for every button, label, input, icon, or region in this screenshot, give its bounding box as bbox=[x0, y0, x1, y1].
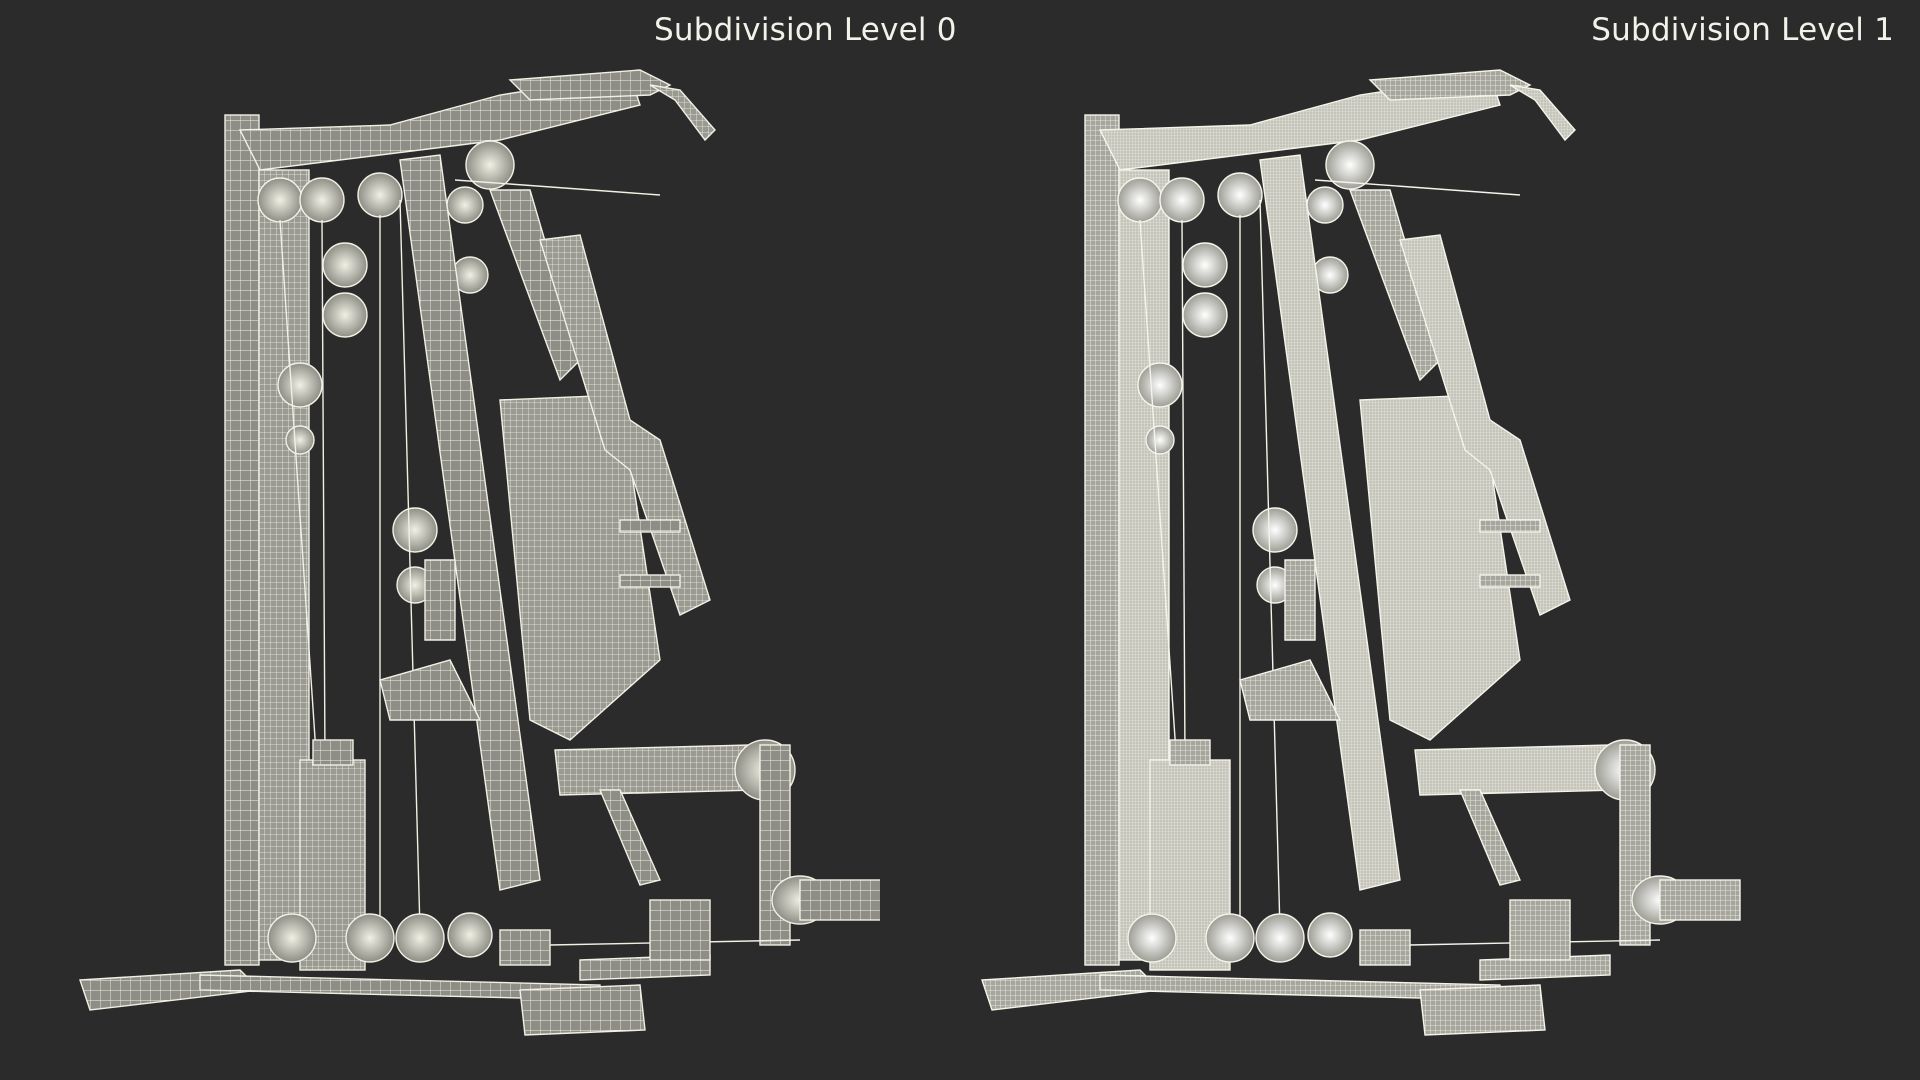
gym-wireframe-svg-smooth bbox=[981, 69, 1741, 1036]
subdivision-level-0-label: Subdivision Level 0 bbox=[654, 12, 957, 48]
seat-pad bbox=[554, 744, 761, 796]
home-gym-wireframe-level-0 bbox=[60, 0, 880, 1080]
main-upright bbox=[224, 114, 260, 966]
base-foot-right bbox=[519, 984, 646, 1036]
subdivision-level-1-label: Subdivision Level 1 bbox=[1591, 12, 1894, 48]
center-upright bbox=[399, 154, 541, 891]
home-gym-wireframe-level-1 bbox=[940, 0, 1760, 1080]
gym-wireframe-svg bbox=[79, 69, 880, 1036]
